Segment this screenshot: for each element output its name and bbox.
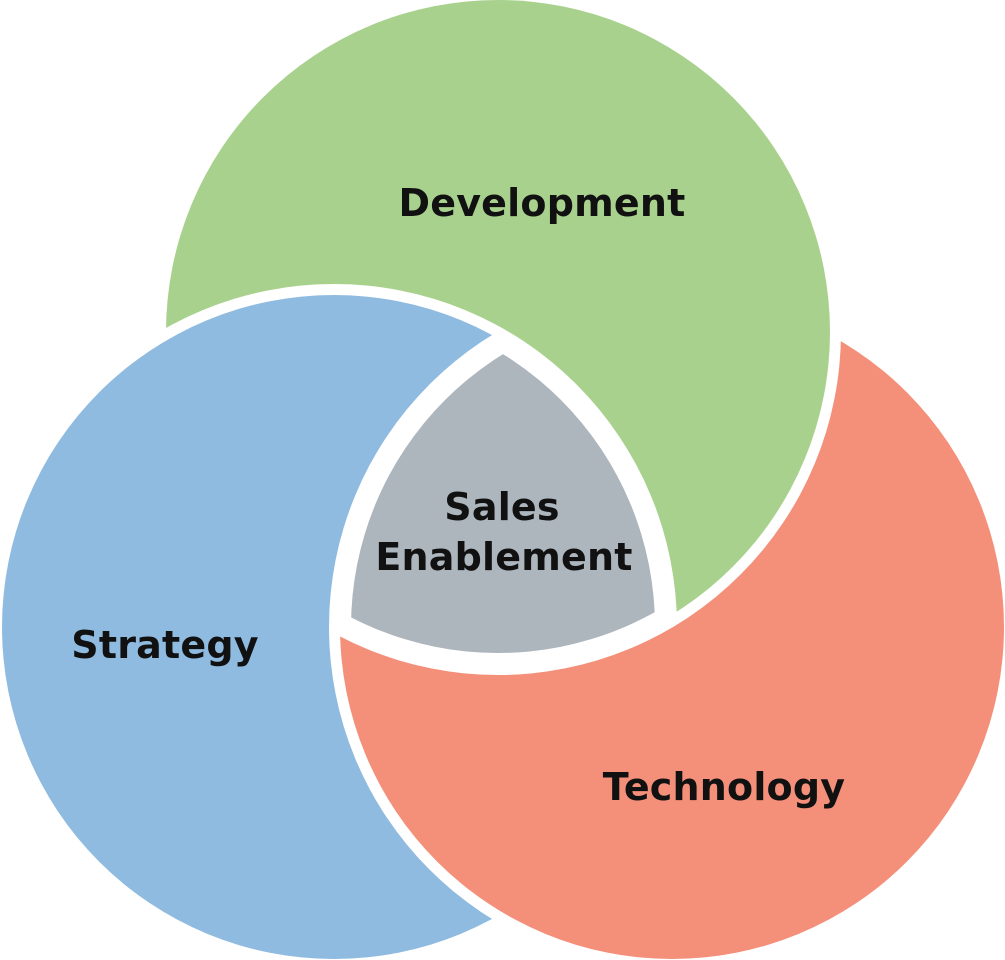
strategy-label: Strategy bbox=[71, 623, 258, 667]
sales-enablement-label-line1: Sales bbox=[444, 485, 559, 529]
sales-enablement-label-line2: Enablement bbox=[375, 535, 632, 579]
development-label: Development bbox=[399, 181, 686, 225]
technology-label: Technology bbox=[603, 765, 846, 809]
